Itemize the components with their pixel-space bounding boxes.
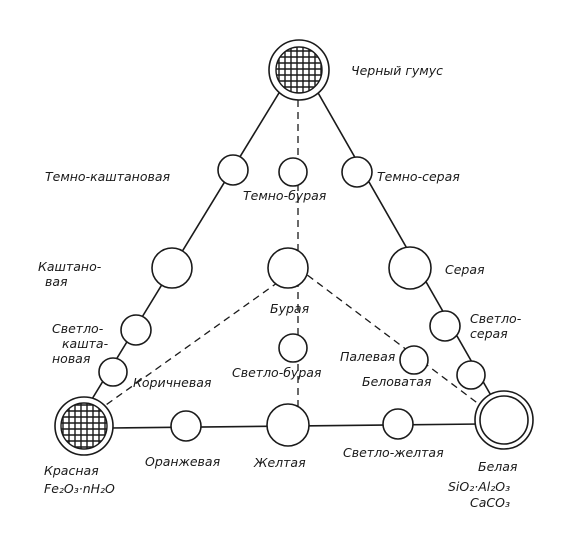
label-cinnamon: Коричневая xyxy=(133,375,212,390)
label-brown: Бурая xyxy=(270,301,310,316)
node-brown xyxy=(267,247,309,289)
dash-center-to-white xyxy=(297,267,501,421)
node-chestnut xyxy=(151,247,193,289)
label-light-yellow: Светло-желтая xyxy=(343,445,444,460)
label-light-gray-line1: Светло- xyxy=(470,311,522,326)
label-light-chestnut-line1: Светло- xyxy=(52,321,104,336)
label-white-formula-line2: CaCO₃ xyxy=(470,495,510,510)
node-dark-gray xyxy=(341,156,373,188)
node-light-chestnut xyxy=(120,314,152,346)
labels: Черный гумус Темно-каштановая Темно-бура… xyxy=(38,63,522,510)
label-white: Белая xyxy=(478,459,518,474)
node-gray xyxy=(388,246,432,290)
label-dark-chestnut: Темно-каштановая xyxy=(45,169,171,184)
node-dark-brown xyxy=(278,157,308,187)
label-white-formula-line1: SiO₂·Al₂O₃ xyxy=(448,479,510,494)
node-whitish xyxy=(399,345,429,375)
node-light-brown xyxy=(278,333,308,363)
label-light-brown: Светло-бурая xyxy=(232,365,322,380)
label-light-gray-line2: серая xyxy=(470,326,508,341)
label-light-chestnut-line2: кашта- xyxy=(62,336,109,351)
label-chestnut-line2: вая xyxy=(45,274,68,289)
label-gray: Серая xyxy=(445,262,485,277)
nodes xyxy=(54,39,534,456)
label-dark-brown: Темно-бурая xyxy=(243,188,327,203)
node-orange xyxy=(170,410,202,442)
label-black-humus: Черный гумус xyxy=(351,63,443,78)
label-yellow: Желтая xyxy=(253,455,306,470)
node-dark-chestnut xyxy=(217,154,249,186)
node-whitish-lower xyxy=(456,360,486,390)
dash-center-to-red xyxy=(81,267,299,423)
node-black-humus xyxy=(268,39,330,101)
label-chestnut-line1: Каштано- xyxy=(38,259,102,274)
node-red xyxy=(54,396,114,456)
node-yellow xyxy=(266,403,310,447)
label-whitish: Беловатая xyxy=(362,374,432,389)
label-light-chestnut-line3: новая xyxy=(52,351,91,366)
node-light-gray xyxy=(429,310,461,342)
label-orange: Оранжевая xyxy=(145,454,221,469)
node-cinnamon xyxy=(98,357,128,387)
label-red: Красная xyxy=(44,463,99,478)
label-straw: Палевая xyxy=(340,349,396,364)
node-white xyxy=(474,390,534,450)
node-light-yellow xyxy=(382,408,414,440)
label-red-formula: Fe₂O₃·nH₂O xyxy=(44,481,115,496)
label-dark-gray: Темно-серая xyxy=(377,169,460,184)
